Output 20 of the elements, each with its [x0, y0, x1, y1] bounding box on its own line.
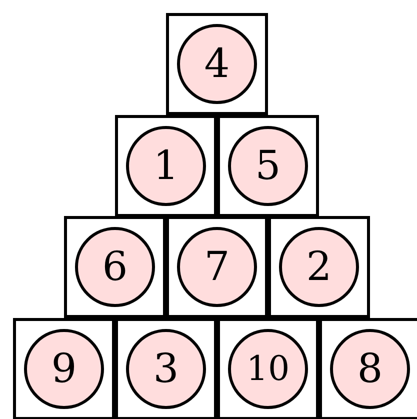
number-circle: 1: [126, 126, 206, 206]
square-frame: [64, 216, 166, 318]
square-frame: [13, 318, 115, 419]
number-circle: 6: [75, 227, 155, 307]
number-circle: 3: [126, 329, 206, 409]
number-circle: 7: [177, 227, 257, 307]
number-circle: 4: [177, 24, 257, 104]
number-circle: 9: [24, 329, 104, 409]
number-circle: 8: [330, 329, 410, 409]
square-frame: [217, 115, 319, 217]
square-frame: [319, 318, 417, 419]
number-circle: 5: [228, 126, 308, 206]
square-frame: [115, 115, 217, 217]
number-circle: 10: [228, 329, 308, 409]
square-frame: [217, 318, 319, 419]
number-circle: 2: [279, 227, 359, 307]
square-frame: [166, 216, 268, 318]
square-frame: [115, 318, 217, 419]
square-frame: [166, 13, 268, 115]
square-frame: [268, 216, 370, 318]
